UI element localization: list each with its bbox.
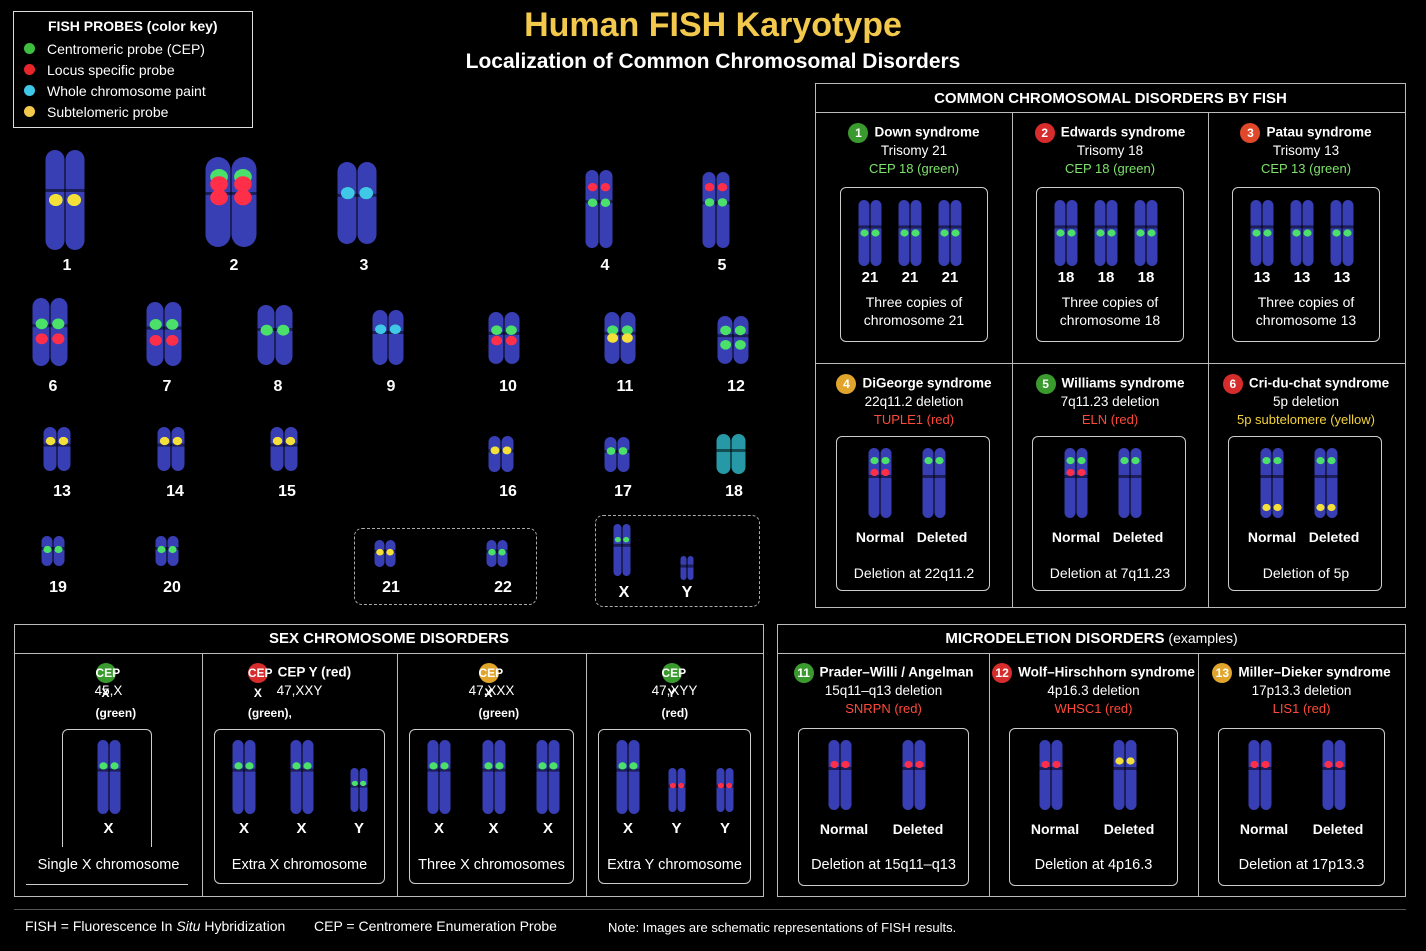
chromosome-number-3: 3 <box>359 257 369 274</box>
chromosome-2 <box>205 157 257 247</box>
chromosome-number-15: 15 <box>278 483 296 500</box>
chromosome-6 <box>32 298 68 366</box>
footer-fish-definition: FISH = Fluorescence In Situ Hybridizatio… <box>25 918 286 934</box>
chromosome-number-18: 18 <box>725 483 743 500</box>
chromosome-X <box>613 524 631 576</box>
yellow-dot-icon <box>24 106 35 117</box>
chromosome-number-11: 11 <box>616 378 634 395</box>
dashed-box-21-22 <box>354 528 537 605</box>
footer-note: Note: Images are schematic representatio… <box>608 920 957 935</box>
chromosome-Y <box>680 556 694 580</box>
dashed-box-xy <box>595 515 760 607</box>
chromosome-20 <box>155 536 179 566</box>
red-dot-icon <box>24 64 35 75</box>
chromosome-3 <box>337 162 377 244</box>
chromosome-number-21: 21 <box>382 579 400 596</box>
chromosome-19 <box>41 536 65 566</box>
legend-item-paint: Whole chromosome paint <box>24 80 242 101</box>
common-disorders-panel: COMMON CHROMOSOMAL DISORDERS BY FISH <box>815 83 1406 608</box>
chromosome-number-1: 1 <box>62 257 72 274</box>
chromosome-number-6: 6 <box>48 378 58 395</box>
chromosome-8 <box>257 305 293 365</box>
chromosome-12 <box>717 316 749 364</box>
chromosome-4 <box>585 170 613 248</box>
chromosome-18 <box>716 434 746 474</box>
chromosome-13 <box>43 427 71 471</box>
chromosome-17 <box>604 437 630 472</box>
legend-item-locus: Locus specific probe <box>24 59 242 80</box>
chromosome-number-4: 4 <box>600 257 610 274</box>
chromosome-number-9: 9 <box>386 378 396 395</box>
legend-title: FISH PROBES (color key) <box>48 18 218 34</box>
chromosome-number-7: 7 <box>162 378 172 395</box>
common-disorders-header: COMMON CHROMOSOMAL DISORDERS BY FISH <box>934 90 1287 107</box>
chromosome-number-Y: Y <box>681 584 693 601</box>
chromosome-number-10: 10 <box>499 378 517 395</box>
cyan-dot-icon <box>24 85 35 96</box>
chromosome-number-12: 12 <box>727 378 745 395</box>
chromosome-number-22: 22 <box>494 579 512 596</box>
chromosome-number-14: 14 <box>166 483 184 500</box>
chromosome-21 <box>374 540 396 567</box>
chromosome-22 <box>486 540 508 567</box>
legend-item-subtelomeric: Subtelomeric probe <box>24 101 242 122</box>
chromosome-10 <box>488 312 520 364</box>
chromosome-number-13: 13 <box>53 483 71 500</box>
chromosome-16 <box>488 436 514 472</box>
chromosome-1 <box>45 150 85 250</box>
chromosome-number-16: 16 <box>499 483 517 500</box>
sex-disorders-header: SEX CHROMOSOME DISORDERS <box>268 630 510 647</box>
sex-disorders-panel: SEX CHROMOSOME DISORDERS <box>14 624 764 897</box>
chromosome-15 <box>270 427 298 471</box>
microdeletion-header: MICRODELETION DISORDERS (examples) <box>945 630 1238 647</box>
chromosome-11 <box>604 312 636 364</box>
probe-legend: FISH PROBES (color key) Centromeric prob… <box>13 11 253 128</box>
chromosome-number-19: 19 <box>49 579 67 596</box>
chromosome-number-X: X <box>618 584 630 601</box>
microdeletion-panel: MICRODELETION DISORDERS (examples) <box>777 624 1406 897</box>
chromosome-7 <box>146 302 182 366</box>
green-dot-icon <box>24 43 35 54</box>
chromosome-number-17: 17 <box>614 483 632 500</box>
page-subtitle: Localization of Common Chromosomal Disor… <box>465 50 961 73</box>
chromosome-number-5: 5 <box>717 257 727 274</box>
page-title: Human FISH Karyotype <box>524 6 902 44</box>
chromosome-5 <box>702 172 730 248</box>
chromosome-9 <box>372 310 404 365</box>
chromosome-number-2: 2 <box>229 257 239 274</box>
chromosome-number-8: 8 <box>273 378 283 395</box>
footer-cep-definition: CEP = Centromere Enumeration Probe <box>314 918 557 934</box>
chromosome-14 <box>157 427 185 471</box>
legend-item-cep: Centromeric probe (CEP) <box>24 38 242 59</box>
chromosome-number-20: 20 <box>163 579 181 596</box>
